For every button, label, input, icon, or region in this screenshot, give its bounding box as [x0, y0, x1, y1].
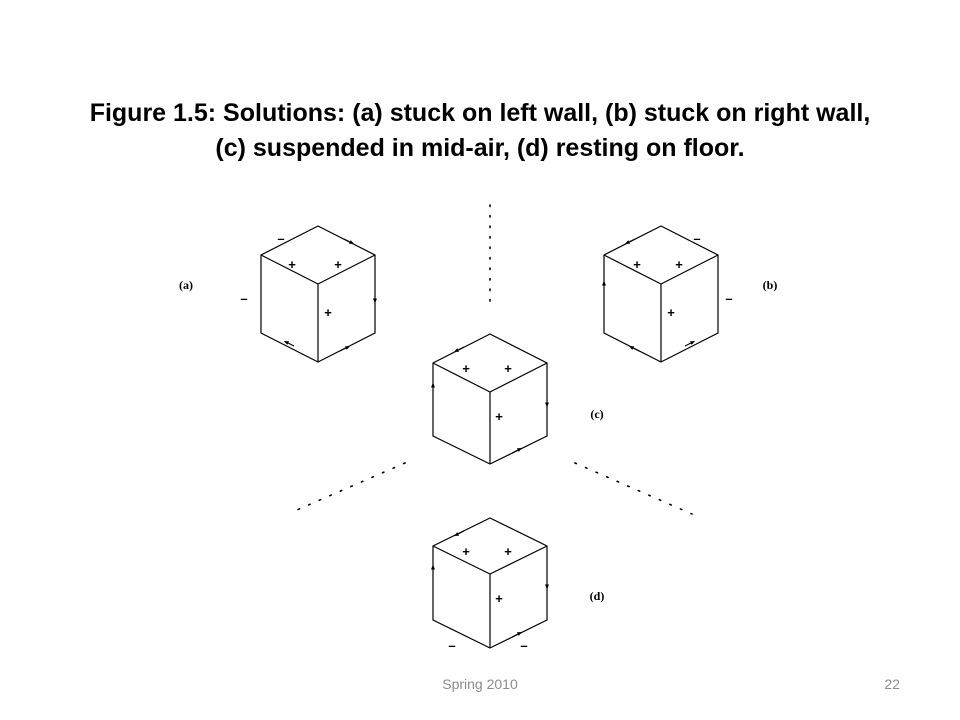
cube-a-arrow	[339, 345, 351, 352]
cube-c-arrow	[453, 346, 465, 353]
cube-b-top-sign-right: +	[675, 257, 683, 272]
cube-a-top-sign-right: +	[334, 257, 342, 272]
cube-d-front-sign: +	[495, 591, 503, 606]
cube-d-inner-edges	[432, 545, 548, 575]
cube-b-inner-edges	[603, 254, 719, 285]
cube-a-outer-sign-left: –	[240, 291, 247, 306]
cube-d-arrow	[511, 631, 523, 638]
cube-a-top-sign-left: +	[288, 257, 296, 272]
cube-b-front-sign: +	[667, 305, 675, 320]
cube-b-top-sign-left: +	[633, 257, 641, 272]
cube-b-label: (b)	[763, 278, 778, 292]
dotted-guide-right	[574, 462, 693, 515]
cube-c-label: (c)	[590, 407, 603, 421]
cube-a-inner-edges	[260, 254, 376, 285]
cube-a-front-sign: +	[324, 305, 332, 320]
cube-c-inner-edges	[432, 362, 548, 393]
cube-c-top-sign-right: +	[504, 361, 512, 376]
cube-d-outer-sign-bottom-right: –	[520, 638, 527, 653]
cube-a-arrow	[343, 238, 355, 245]
cube-c-front-sign: +	[495, 409, 503, 424]
cube-d: + + + – –	[431, 517, 549, 653]
cube-d-label: (d)	[590, 589, 605, 603]
cube-b-arrow	[628, 345, 640, 352]
cube-a: + + + – –	[240, 225, 377, 363]
dotted-guide-left	[289, 462, 406, 514]
figure-title: Figure 1.5: Solutions: (a) stuck on left…	[89, 99, 871, 162]
cube-d-arrow	[453, 530, 465, 537]
page-number: 22	[884, 676, 900, 692]
cube-d-top-sign-right: +	[504, 544, 512, 559]
cube-b: + + + – –	[602, 225, 733, 363]
cube-a-outer-sign-top: –	[277, 231, 284, 246]
cube-b-arrow	[684, 340, 696, 347]
cube-b-outer-sign-right: –	[725, 291, 732, 306]
cube-a-arrow	[283, 340, 295, 347]
cube-c-top-sign-left: +	[462, 361, 470, 376]
cube-a-label: (a)	[179, 278, 193, 292]
footer-date: Spring 2010	[442, 676, 518, 692]
cube-d-outer-sign-bottom-left: –	[448, 638, 455, 653]
cube-c-arrow	[511, 447, 523, 454]
cube-b-arrow	[624, 238, 636, 245]
cube-d-top-sign-left: +	[462, 544, 470, 559]
cube-b-outer-sign-top: –	[693, 231, 700, 246]
cube-c: + + +	[431, 333, 549, 465]
